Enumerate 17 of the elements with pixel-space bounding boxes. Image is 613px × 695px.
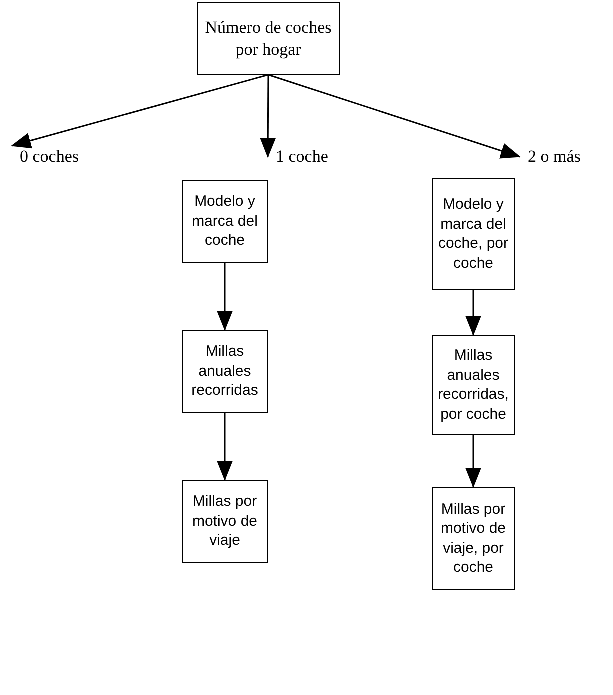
arrow [260,75,276,158]
process-box: Millas anuales recorridas [182,330,268,413]
process-box: Millas por motivo de viaje, por coche [432,487,515,590]
process-box: Modelo y marca del coche, por coche [432,178,515,290]
arrow [466,290,482,336]
process-box: Millas anuales recorridas, por coche [432,335,515,435]
process-box: Millas por motivo de viaje [182,480,268,563]
branch-label: 1 coche [268,146,340,168]
arrow [11,74,269,149]
arrow [217,263,233,331]
arrow [217,413,233,481]
branch-label: 0 coches [12,146,92,168]
process-box: Modelo y marca del coche [182,180,268,263]
arrow [268,74,521,159]
process-box: Número de coches por hogar [197,2,340,75]
branch-label: 2 o más [520,146,600,168]
arrow [466,435,482,488]
